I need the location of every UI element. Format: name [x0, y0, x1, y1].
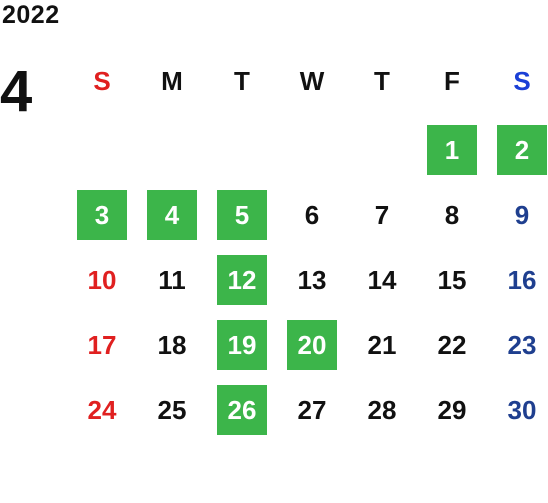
day-cell-24[interactable]: 24: [87, 394, 117, 425]
day-cell-5[interactable]: 5: [217, 190, 267, 240]
day-cell-7[interactable]: 7: [374, 199, 390, 230]
day-cell-27[interactable]: 27: [297, 394, 327, 425]
month-label: 4: [0, 59, 33, 124]
day-cell-21[interactable]: 21: [367, 329, 397, 360]
day-cell-14[interactable]: 14: [367, 264, 397, 295]
day-cell-26[interactable]: 26: [217, 385, 267, 435]
day-cell-30[interactable]: 30: [507, 394, 537, 425]
day-cell-13[interactable]: 13: [297, 264, 327, 295]
day-cell-25[interactable]: 25: [157, 394, 187, 425]
day-cell-9[interactable]: 9: [514, 199, 530, 230]
day-cell-16[interactable]: 16: [507, 264, 537, 295]
day-cell-2[interactable]: 2: [497, 125, 547, 175]
day-cell-11[interactable]: 11: [158, 264, 186, 295]
weekday-header-sat: S: [513, 65, 531, 96]
weekday-header-mon: M: [161, 65, 183, 96]
day-cell-20[interactable]: 20: [287, 320, 337, 370]
day-cell-15[interactable]: 15: [437, 264, 467, 295]
day-cell-29[interactable]: 29: [437, 394, 467, 425]
day-cell-3[interactable]: 3: [77, 190, 127, 240]
day-cell-4[interactable]: 4: [147, 190, 197, 240]
day-cell-28[interactable]: 28: [367, 394, 397, 425]
year-label: 2022: [2, 1, 60, 29]
day-cell-10[interactable]: 10: [87, 264, 117, 295]
weekday-header-sun: S: [93, 65, 111, 96]
weekday-header-fri: F: [444, 65, 460, 96]
day-cell-12[interactable]: 12: [217, 255, 267, 305]
day-cell-1[interactable]: 1: [427, 125, 477, 175]
weekday-header-wed: W: [299, 65, 325, 96]
weekday-header-thu: T: [374, 65, 390, 96]
day-cell-19[interactable]: 19: [217, 320, 267, 370]
day-cell-18[interactable]: 18: [157, 329, 187, 360]
day-cell-8[interactable]: 8: [444, 199, 460, 230]
weekday-header-tue: T: [234, 65, 250, 96]
day-cell-22[interactable]: 22: [437, 329, 467, 360]
day-cell-6[interactable]: 6: [304, 199, 320, 230]
day-cell-23[interactable]: 23: [507, 329, 537, 360]
day-cell-17[interactable]: 17: [87, 329, 117, 360]
